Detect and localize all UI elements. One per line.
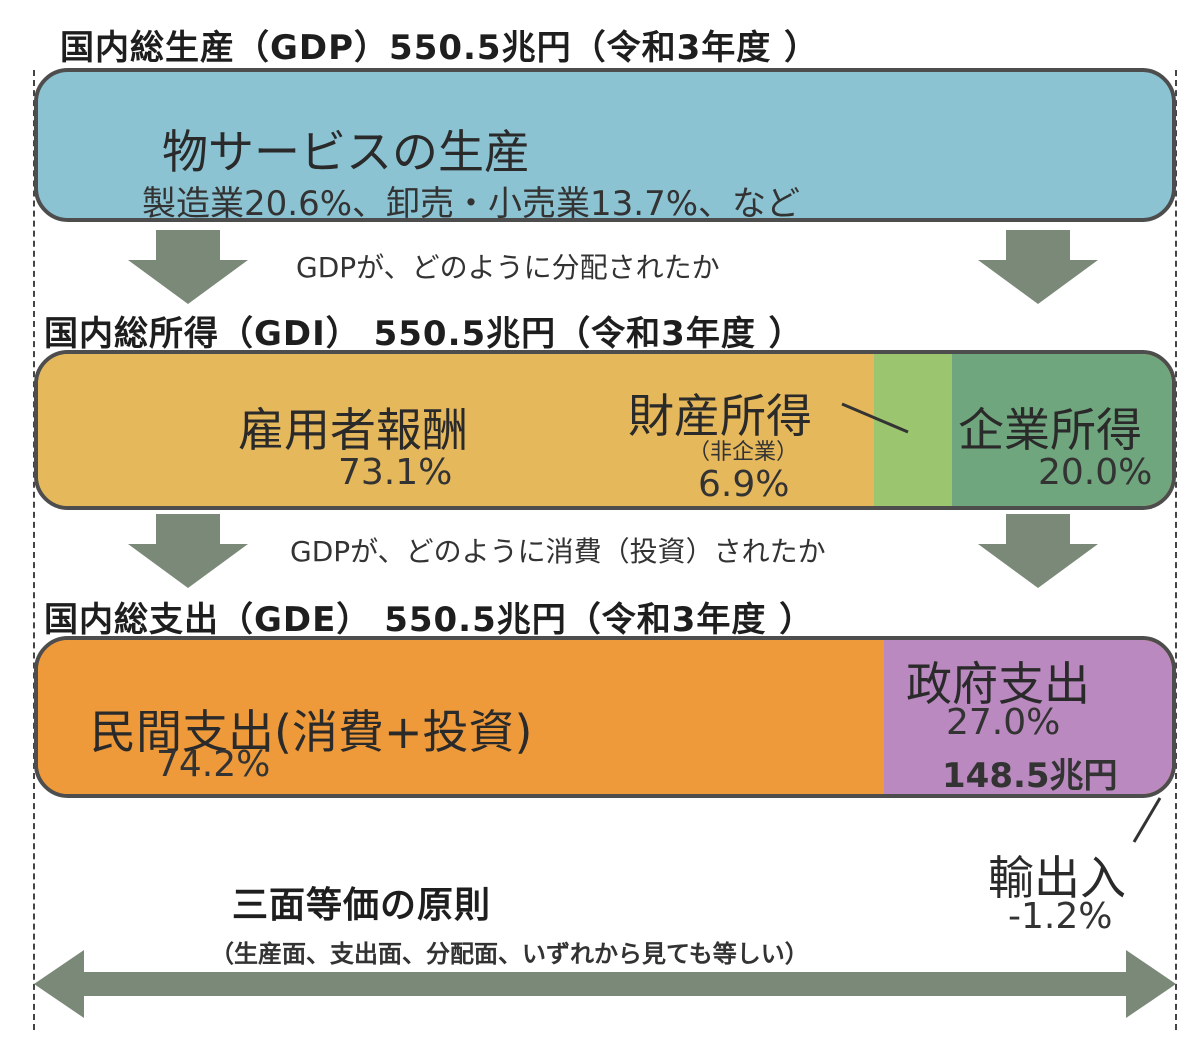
- gdi-property-sub: （非企業）: [688, 440, 799, 465]
- gdp-detail: 製造業20.6%、卸売・小売業13.7%、など: [142, 184, 801, 222]
- property-pointer-line: [841, 402, 909, 434]
- gdi-segment-corporate: [952, 354, 1172, 506]
- left-boundary-line: [33, 70, 35, 1030]
- down-arrow-right-2: [978, 514, 1098, 588]
- gde-private-label: 民間支出(消費+投資): [90, 705, 533, 759]
- right-boundary-line: [1175, 70, 1177, 1030]
- principle-title: 三面等価の原則: [232, 885, 492, 926]
- gde-government-label: 政府支出: [906, 657, 1090, 711]
- gdi-employee-pct: 73.1%: [338, 452, 453, 493]
- gde-bar: 民間支出(消費+投資) 74.2% 政府支出 27.0% 148.5兆円: [34, 636, 1176, 798]
- gdi-bar: 雇用者報酬 73.1% 財産所得 （非企業） 6.9% 企業所得 20.0%: [34, 350, 1176, 510]
- down-arrow-right-1: [978, 230, 1098, 304]
- gdi-property-pct: 6.9%: [698, 464, 790, 505]
- net-exports-pct: -1.2%: [1008, 896, 1113, 937]
- double-arrow: [34, 950, 1176, 1018]
- gdi-employee-label: 雇用者報酬: [238, 403, 468, 457]
- gdi-segment-property: [874, 354, 952, 506]
- down-arrow-left-1: [128, 230, 248, 304]
- gdi-segment-employee: [38, 354, 874, 506]
- gdi-heading: 国内総所得（GDI） 550.5兆円（令和3年度 ）: [44, 314, 804, 354]
- net-exports-label: 輸出入: [988, 851, 1126, 905]
- arrow-note-distribution: GDPが、どのように分配されたか: [296, 251, 720, 284]
- principle-note: （生産面、支出面、分配面、いずれから見ても等しい）: [210, 940, 809, 968]
- gdi-corporate-pct: 20.0%: [1038, 452, 1153, 493]
- gde-private-pct: 74.2%: [156, 744, 271, 785]
- gde-government-amount: 148.5兆円: [942, 756, 1118, 796]
- gdp-heading: 国内総生産（GDP）550.5兆円（令和3年度 ）: [60, 28, 820, 68]
- gde-segment-private: [38, 640, 884, 794]
- gdi-property-label: 財産所得: [628, 389, 812, 443]
- gdp-bar: 物サービスの生産 製造業20.6%、卸売・小売業13.7%、など: [34, 68, 1176, 222]
- net-exports-pointer-line: [1132, 797, 1162, 843]
- gde-segment-government: [884, 640, 1172, 794]
- gde-heading: 国内総支出（GDE） 550.5兆円（令和3年度 ）: [44, 600, 815, 640]
- arrow-note-consumption: GDPが、どのように消費（投資）されたか: [290, 535, 826, 568]
- gdi-corporate-label: 企業所得: [958, 403, 1142, 457]
- down-arrow-left-2: [128, 514, 248, 588]
- gdp-title: 物サービスの生産: [162, 125, 530, 179]
- gde-government-pct: 27.0%: [946, 702, 1061, 743]
